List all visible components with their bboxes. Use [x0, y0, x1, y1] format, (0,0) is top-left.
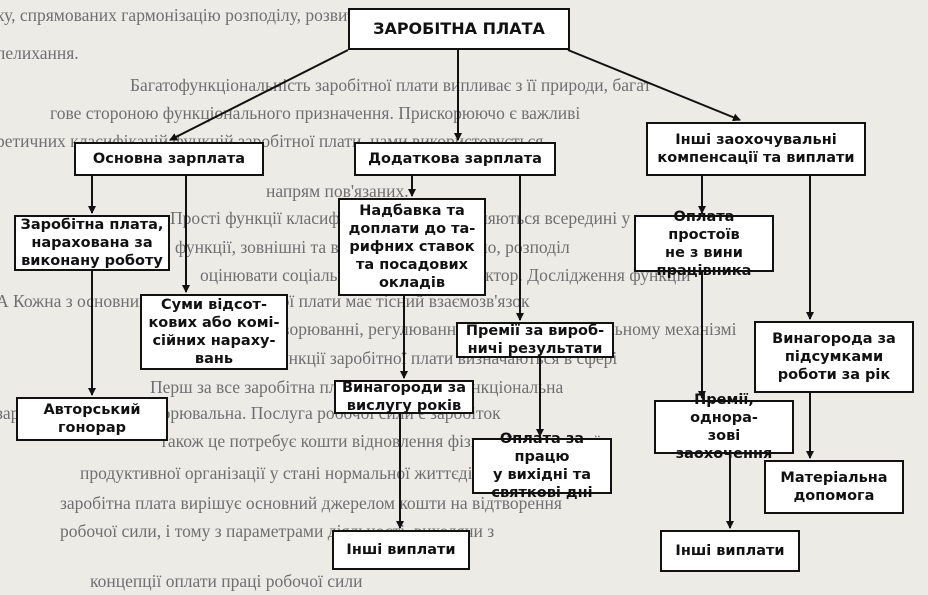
- production-bonus-label: Премії за вироб- ничі результати: [465, 323, 605, 357]
- commission-box: Суми відсот- кових або комі- сійних нара…: [140, 294, 288, 370]
- annual-reward-label: Винагорода за підсумками роботи за рік: [772, 331, 896, 383]
- allowances-box: Надбавка та доплати до та- рифних ставок…: [338, 198, 486, 296]
- root-label: ЗАРОБІТНА ПЛАТА: [373, 19, 545, 38]
- holiday-pay-box: Оплата за працю у вихідні та святкові дн…: [472, 431, 612, 501]
- downtime-pay-label: Оплата простоїв не з вини працівника: [656, 208, 752, 279]
- other-payments-box-1: Інші виплати: [332, 530, 470, 570]
- additional-salary-box: Додаткова зарплата: [354, 142, 556, 176]
- royalty-label: Авторський гонорар: [43, 402, 141, 436]
- bg-line: заробітна плата вирішує основний джерело…: [60, 493, 562, 513]
- seniority-reward-box: Винагороди за вислугу років: [334, 380, 474, 414]
- one-time-bonus-box: Премії, однора- зові заохочення: [654, 392, 794, 462]
- one-time-bonus-label: Премії, однора- зові заохочення: [675, 392, 773, 462]
- bg-line: напрям пов'язаних.: [266, 181, 409, 201]
- allowances-label: Надбавка та доплати до та- рифних ставок…: [348, 203, 476, 291]
- other-payments-box-2: Інші виплати: [660, 530, 800, 572]
- incentives-box: Інші заохочувальні компенсації та виплат…: [646, 122, 866, 176]
- additional-salary-label: Додаткова зарплата: [368, 151, 542, 167]
- production-bonus-box: Премії за вироб- ничі результати: [456, 322, 614, 358]
- annual-reward-box: Винагорода за підсумками роботи за рік: [754, 321, 914, 393]
- other-payments-label-2: Інші виплати: [675, 543, 785, 559]
- holiday-pay-label: Оплата за працю у вихідні та святкові дн…: [491, 431, 593, 501]
- commission-label: Суми відсот- кових або комі- сійних нара…: [148, 297, 280, 367]
- main-salary-box: Основна зарплата: [74, 142, 264, 176]
- main-salary-label: Основна зарплата: [92, 151, 246, 167]
- arrow-root-to-main: [169, 49, 349, 141]
- material-aid-label: Матеріальна допомога: [780, 470, 888, 504]
- bg-line: Багатофункціональність заробітної плати …: [130, 75, 652, 95]
- earned-salary-label: Заробітна плата, нарахована за виконану …: [20, 217, 164, 269]
- royalty-box: Авторський гонорар: [16, 397, 168, 441]
- seniority-reward-label: Винагороди за вислугу років: [341, 380, 467, 414]
- arrow-root-to-other: [567, 49, 741, 122]
- bg-line: гове стороною функціонального призначенн…: [50, 103, 581, 123]
- bg-line: концепції оплати праці робочої сили: [90, 571, 363, 591]
- bg-line: пелихання.: [0, 43, 79, 63]
- incentives-label: Інші заохочувальні компенсації та виплат…: [657, 132, 855, 166]
- downtime-pay-box: Оплата простоїв не з вини працівника: [634, 209, 774, 279]
- bg-line: продуктивної організації у стані нормаль…: [80, 463, 537, 483]
- material-aid-box: Матеріальна допомога: [764, 460, 904, 514]
- other-payments-label-1: Інші виплати: [346, 542, 456, 558]
- earned-salary-box: Заробітна плата, нарахована за виконану …: [14, 215, 170, 271]
- root-box: ЗАРОБІТНА ПЛАТА: [348, 8, 570, 50]
